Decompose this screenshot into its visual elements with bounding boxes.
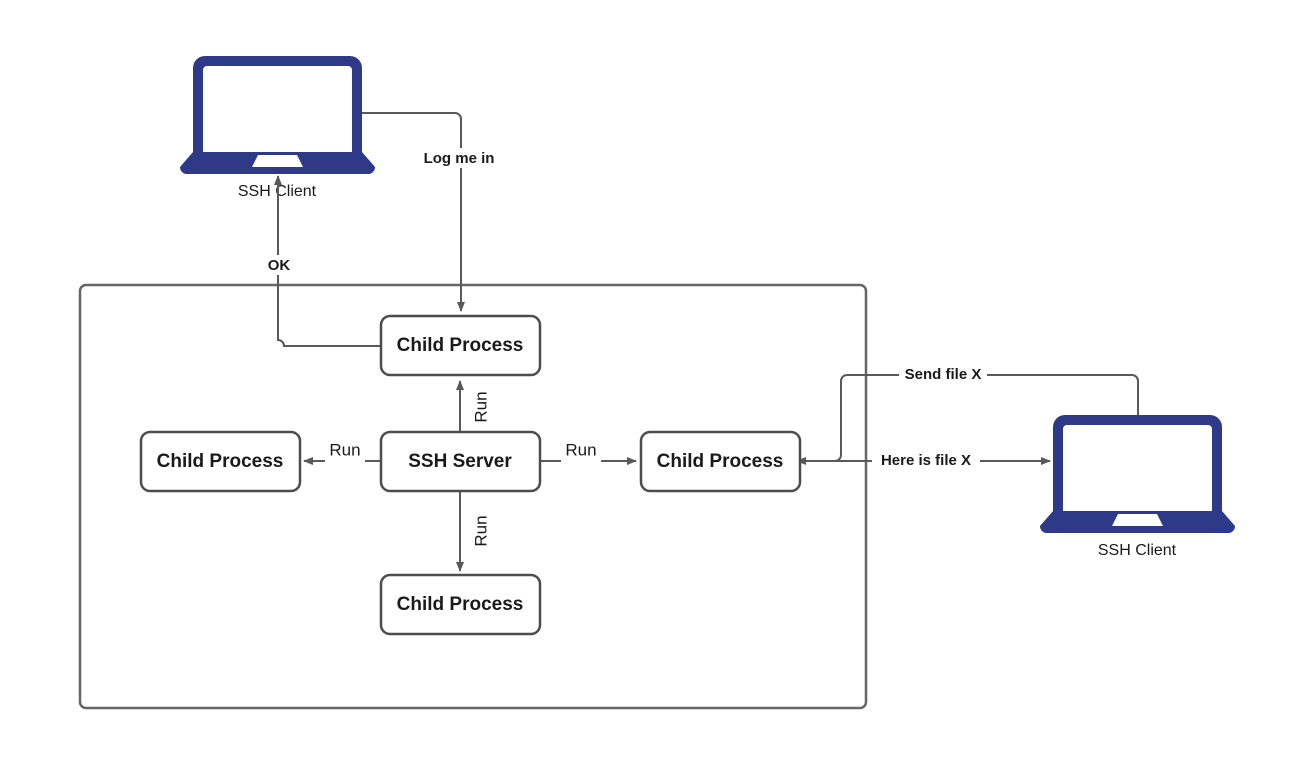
- edge-here-file-label: Here is file X: [881, 452, 971, 469]
- node-child-process-right[interactable]: Child Process: [639, 430, 802, 493]
- edge-ok-label-bg: [261, 255, 295, 275]
- edge-send-file-label-bg: [899, 365, 987, 385]
- edge-run-left-label-bg: [325, 440, 365, 462]
- node-ssh-server[interactable]: SSH Server: [379, 430, 542, 493]
- edge-run-right-label: Run: [565, 440, 596, 459]
- edge-run-left-label: Run: [329, 440, 360, 459]
- edge-login-label-bg: [413, 148, 500, 168]
- laptop-icon-client-left: [179, 56, 376, 174]
- edge-run-bottom-label: Run: [471, 515, 490, 546]
- node-child-process-bottom[interactable]: Child Process: [379, 573, 542, 636]
- edge-ok-line: [274, 175, 381, 347]
- edge-ok-label: OK: [268, 257, 291, 274]
- edge-run-top-label-bg: [473, 386, 492, 428]
- node-child-process-top[interactable]: Child Process: [379, 314, 542, 377]
- client-right-label: SSH Client: [1098, 542, 1177, 559]
- server-host-container: [78, 283, 868, 710]
- node-ssh-server-label: SSH Server: [408, 451, 512, 472]
- node-child-process-bottom-label: Child Process: [397, 594, 524, 615]
- edge-run-top-label: Run: [471, 391, 490, 422]
- edge-here-file-label-bg: [872, 451, 980, 471]
- node-child-process-left-label: Child Process: [157, 451, 284, 472]
- edge-run-bottom-label-bg: [473, 510, 492, 552]
- laptop-icon-client-right: [1039, 415, 1236, 533]
- node-child-process-top-label: Child Process: [397, 335, 524, 356]
- edge-login-label: Log me in: [424, 150, 495, 167]
- node-child-process-left[interactable]: Child Process: [139, 430, 302, 493]
- edge-send-file-label: Send file X: [905, 366, 982, 383]
- edge-login-line: [362, 112, 465, 312]
- node-child-process-right-label: Child Process: [657, 451, 784, 472]
- edge-run-right-label-bg: [561, 440, 601, 462]
